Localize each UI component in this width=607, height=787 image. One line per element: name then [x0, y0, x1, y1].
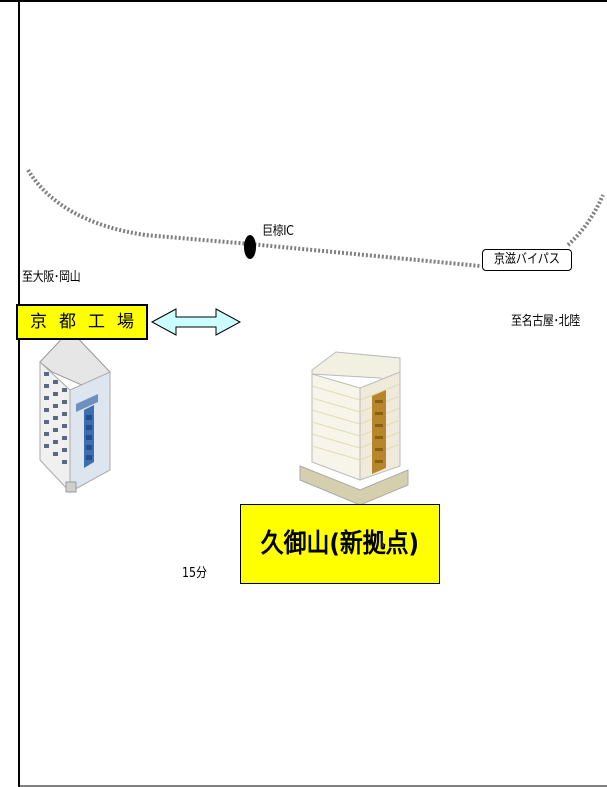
new-site-building-icon	[299, 351, 409, 506]
drive-time-label: 15分	[182, 566, 208, 581]
bypass-label: 京滋バイパス	[493, 252, 561, 267]
factory-label: 京都工場	[16, 304, 148, 340]
to-osaka-label: 至大阪･岡山	[22, 270, 81, 285]
interchange-marker	[244, 235, 256, 259]
expressway-route	[26, 168, 605, 268]
ic-label: 巨椋IC	[262, 224, 294, 239]
new-site-label: 久御山(新拠点)	[260, 529, 420, 559]
bypass-label-box: 京滋バイパス	[482, 249, 572, 271]
route-double-arrow	[150, 308, 242, 336]
new-site-label-box: 久御山(新拠点)	[240, 504, 440, 584]
to-nagoya-label: 至名古屋･北陸	[511, 314, 580, 329]
factory-building-icon	[39, 329, 111, 494]
